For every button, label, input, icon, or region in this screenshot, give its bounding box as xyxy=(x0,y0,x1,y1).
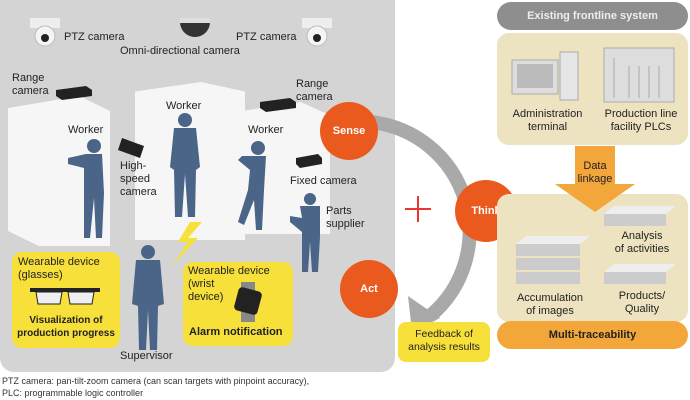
worker-label-1: Worker xyxy=(68,124,104,136)
fixed-camera-icon xyxy=(296,154,322,168)
smart-watch-icon xyxy=(234,282,262,322)
glasses-title: Wearable device(glasses) xyxy=(18,256,100,281)
ptz-camera-right-icon xyxy=(302,18,332,47)
sense-node: Sense xyxy=(320,102,378,160)
act-node: Act xyxy=(340,260,398,318)
omni-camera-label: Omni-directional camera xyxy=(120,45,240,57)
caption-line-1: PTZ camera: pan-tilt-zoom camera (can sc… xyxy=(2,376,310,386)
plc-icon xyxy=(603,47,675,103)
ptz-camera-left-icon xyxy=(30,18,60,47)
wearable-glasses-callout: Wearable device(glasses) Visualization o… xyxy=(12,252,120,348)
multi-traceability-footer: Multi-traceability xyxy=(497,321,688,349)
worker-label-3: Worker xyxy=(248,124,284,136)
ptz-camera-right-label: PTZ camera xyxy=(236,31,297,43)
analysis-server-icon xyxy=(604,206,676,226)
fixed-camera-label: Fixed camera xyxy=(290,175,357,187)
products-quality-label: Products/Quality xyxy=(618,290,666,315)
wrist-caption: Alarm notification xyxy=(189,326,283,338)
data-linkage-arrow-icon xyxy=(555,146,635,212)
range-camera-left-icon xyxy=(56,86,92,100)
parts-supplier-figure-icon xyxy=(290,193,320,272)
omni-camera-icon xyxy=(180,18,210,37)
existing-system-header: Existing frontline system xyxy=(497,2,688,30)
smart-glasses-icon xyxy=(30,288,100,305)
supervisor-figure-icon xyxy=(132,245,164,350)
worker-figure-1-icon xyxy=(68,139,104,238)
high-speed-camera-icon xyxy=(118,138,144,158)
image-storage-icon xyxy=(516,236,590,284)
supervisor-label: Supervisor xyxy=(120,350,173,362)
ptz-camera-left-label: PTZ camera xyxy=(64,31,125,43)
worker-label-2: Worker xyxy=(166,100,202,112)
worker-figure-2-icon xyxy=(170,113,200,217)
caption-line-2: PLC: programmable logic controller xyxy=(2,388,144,398)
admin-terminal-icon xyxy=(511,51,579,101)
quality-server-icon xyxy=(604,264,676,284)
range-camera-right-icon xyxy=(260,98,296,112)
lightning-icon xyxy=(172,222,202,266)
plus-icon xyxy=(405,196,431,222)
worker-figure-3-icon xyxy=(238,141,266,230)
